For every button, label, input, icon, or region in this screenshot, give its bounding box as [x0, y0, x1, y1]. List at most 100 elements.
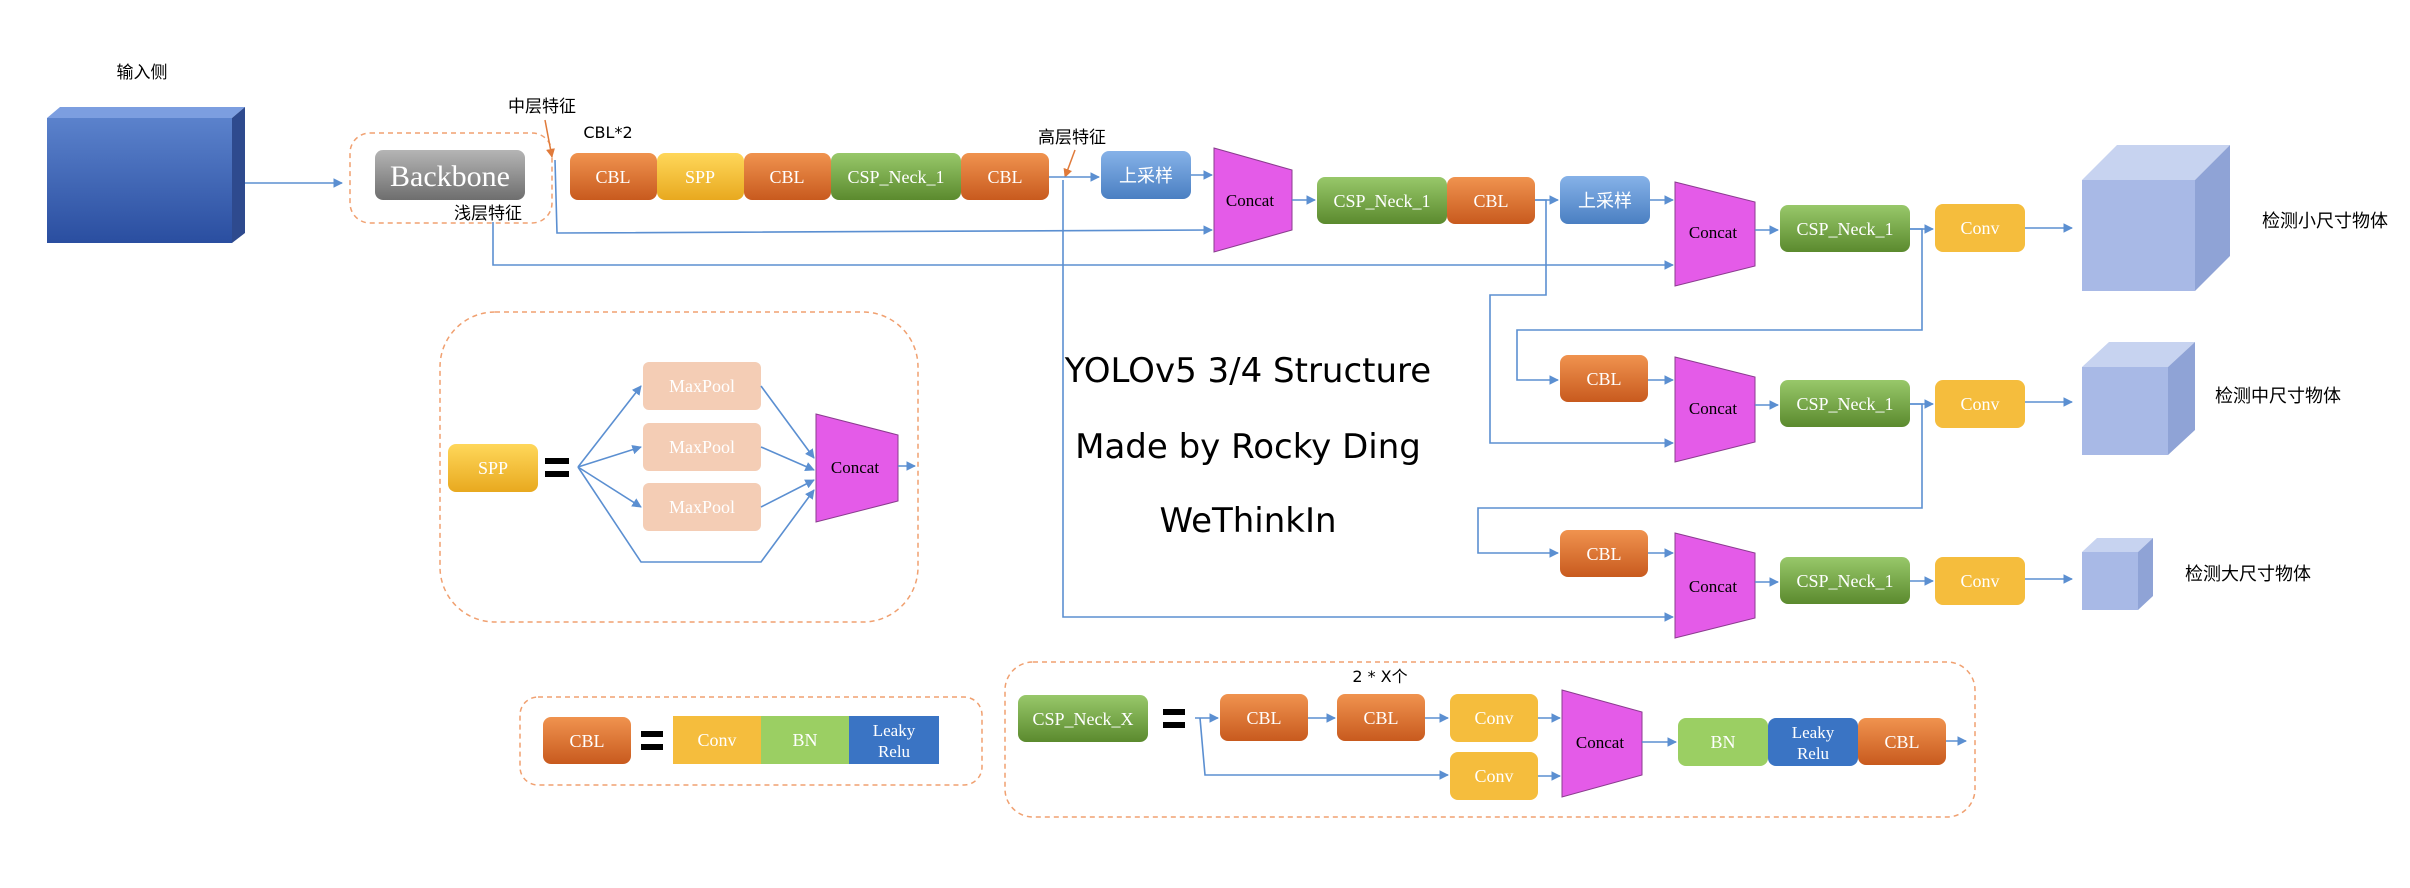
- svg-text:BN: BN: [792, 730, 817, 750]
- csp-neck-1-c: CSP_Neck_1: [1780, 205, 1910, 252]
- conv-out-3: Conv: [1935, 557, 2025, 605]
- high-feature-label: 高层特征: [1038, 128, 1106, 148]
- output-medium-label: 检测中尺寸物体: [2215, 386, 2341, 407]
- svg-text:MaxPool: MaxPool: [669, 437, 735, 457]
- csp-x-cbl-3: CBL: [1858, 718, 1946, 765]
- two-x-label: 2 * X个: [1352, 667, 1407, 686]
- svg-text:CBL: CBL: [1884, 732, 1919, 752]
- svg-text:Conv: Conv: [1474, 708, 1513, 728]
- svg-text:Concat: Concat: [1689, 399, 1737, 418]
- concat-3: Concat: [1674, 356, 1756, 463]
- output-small-label: 检测小尺寸物体: [2262, 211, 2388, 232]
- csp-neck-1-d: CSP_Neck_1: [1780, 380, 1910, 427]
- input-label: 输入侧: [117, 63, 168, 83]
- spp-1: SPP: [657, 153, 744, 200]
- csp-neck-x-block: CSP_Neck_X: [1018, 695, 1148, 742]
- concat-2: Concat: [1674, 181, 1756, 287]
- svg-text:SPP: SPP: [478, 458, 508, 478]
- cbl-legend-bn: BN: [761, 716, 849, 764]
- svg-text:Concat: Concat: [831, 458, 879, 477]
- high-feature-pointer: [1063, 149, 1076, 178]
- cbl-1: CBL: [570, 153, 657, 200]
- svg-text:CBL: CBL: [769, 167, 804, 187]
- svg-text:CSP_Neck_X: CSP_Neck_X: [1032, 709, 1133, 729]
- mid-feature-label: 中层特征: [508, 97, 576, 117]
- output-cube-large: [2082, 538, 2153, 610]
- title-line-1: YOLOv5 3/4 Structure: [1064, 351, 1431, 391]
- title-line-3: WeThinkIn: [1159, 501, 1336, 541]
- equals-sign-2: [641, 731, 663, 750]
- svg-text:MaxPool: MaxPool: [669, 497, 735, 517]
- equals-sign-3: [1163, 709, 1185, 728]
- cbl-5: CBL: [1560, 355, 1648, 402]
- csp-x-concat: Concat: [1561, 689, 1643, 798]
- svg-text:Concat: Concat: [1689, 577, 1737, 596]
- svg-text:CBL: CBL: [569, 731, 604, 751]
- concat-1: Concat: [1213, 147, 1293, 253]
- maxpool-1: MaxPool: [643, 362, 761, 410]
- spp-legend-block: SPP: [448, 444, 538, 492]
- maxpool-3: MaxPool: [643, 483, 761, 531]
- svg-text:CSP_Neck_1: CSP_Neck_1: [1796, 394, 1893, 414]
- shallow-feature-label: 浅层特征: [454, 204, 522, 224]
- csp-x-bn: BN: [1678, 718, 1768, 766]
- svg-text:MaxPool: MaxPool: [669, 376, 735, 396]
- svg-text:BN: BN: [1710, 732, 1735, 752]
- svg-text:Concat: Concat: [1226, 191, 1274, 210]
- csp-neck-1-b: CSP_Neck_1: [1317, 177, 1447, 224]
- cbl-x2-label: CBL*2: [583, 123, 632, 142]
- csp-x-conv-1: Conv: [1450, 694, 1538, 742]
- upsample-2: 上采样: [1560, 176, 1650, 224]
- spp-legend-concat: Concat: [815, 413, 899, 523]
- svg-text:上采样: 上采样: [1578, 191, 1632, 212]
- upsample-1: 上采样: [1101, 151, 1191, 199]
- cbl-legend-box: [519, 696, 983, 786]
- svg-text:Concat: Concat: [1689, 223, 1737, 242]
- svg-text:Leaky: Leaky: [873, 721, 916, 740]
- svg-text:Conv: Conv: [1960, 218, 1999, 238]
- svg-text:CSP_Neck_1: CSP_Neck_1: [1796, 571, 1893, 591]
- svg-text:上采样: 上采样: [1119, 166, 1173, 187]
- backbone-block: [375, 150, 525, 200]
- svg-text:Conv: Conv: [1960, 394, 1999, 414]
- cbl-3: CBL: [961, 153, 1049, 200]
- output-large-label: 检测大尺寸物体: [2185, 564, 2311, 585]
- csp-neck-1-e: CSP_Neck_1: [1780, 557, 1910, 604]
- cbl-legend-block: CBL: [543, 717, 631, 764]
- svg-text:SPP: SPP: [685, 167, 715, 187]
- mid-feature-pointer: [544, 119, 555, 158]
- title-line-2: Made by Rocky Ding: [1075, 427, 1421, 467]
- svg-text:CBL: CBL: [1246, 708, 1281, 728]
- svg-text:CSP_Neck_1: CSP_Neck_1: [1333, 191, 1430, 211]
- svg-text:CBL: CBL: [1586, 369, 1621, 389]
- csp-x-cbl-2: CBL: [1337, 694, 1425, 741]
- output-cube-medium: [2082, 342, 2195, 455]
- csp-neck-x-legend-box: [1004, 661, 1976, 818]
- svg-text:CSP_Neck_1: CSP_Neck_1: [847, 167, 944, 187]
- svg-text:Conv: Conv: [697, 730, 736, 750]
- input-block: [47, 107, 245, 243]
- cbl-6: CBL: [1560, 530, 1648, 577]
- cbl-2: CBL: [744, 153, 831, 200]
- maxpool-2: MaxPool: [643, 423, 761, 471]
- svg-text:Relu: Relu: [878, 742, 911, 761]
- svg-text:Concat: Concat: [1576, 733, 1624, 752]
- csp-x-cbl-1: CBL: [1220, 694, 1308, 741]
- conv-out-2: Conv: [1935, 380, 2025, 428]
- backbone-label: Backbone: [390, 160, 510, 193]
- svg-text:Conv: Conv: [1474, 766, 1513, 786]
- csp-neck-1-a: CSP_Neck_1: [831, 153, 961, 200]
- svg-text:CBL: CBL: [1473, 191, 1508, 211]
- svg-text:CBL: CBL: [987, 167, 1022, 187]
- cbl-4: CBL: [1447, 177, 1535, 224]
- output-cube-small: [2082, 145, 2230, 291]
- svg-text:CBL: CBL: [595, 167, 630, 187]
- cbl-legend-conv: Conv: [673, 716, 761, 764]
- equals-sign-1: [545, 458, 569, 477]
- backbone-dashed-box: [349, 132, 553, 224]
- spp-legend-box: [439, 311, 919, 623]
- svg-text:Leaky: Leaky: [1792, 723, 1835, 742]
- svg-text:Conv: Conv: [1960, 571, 1999, 591]
